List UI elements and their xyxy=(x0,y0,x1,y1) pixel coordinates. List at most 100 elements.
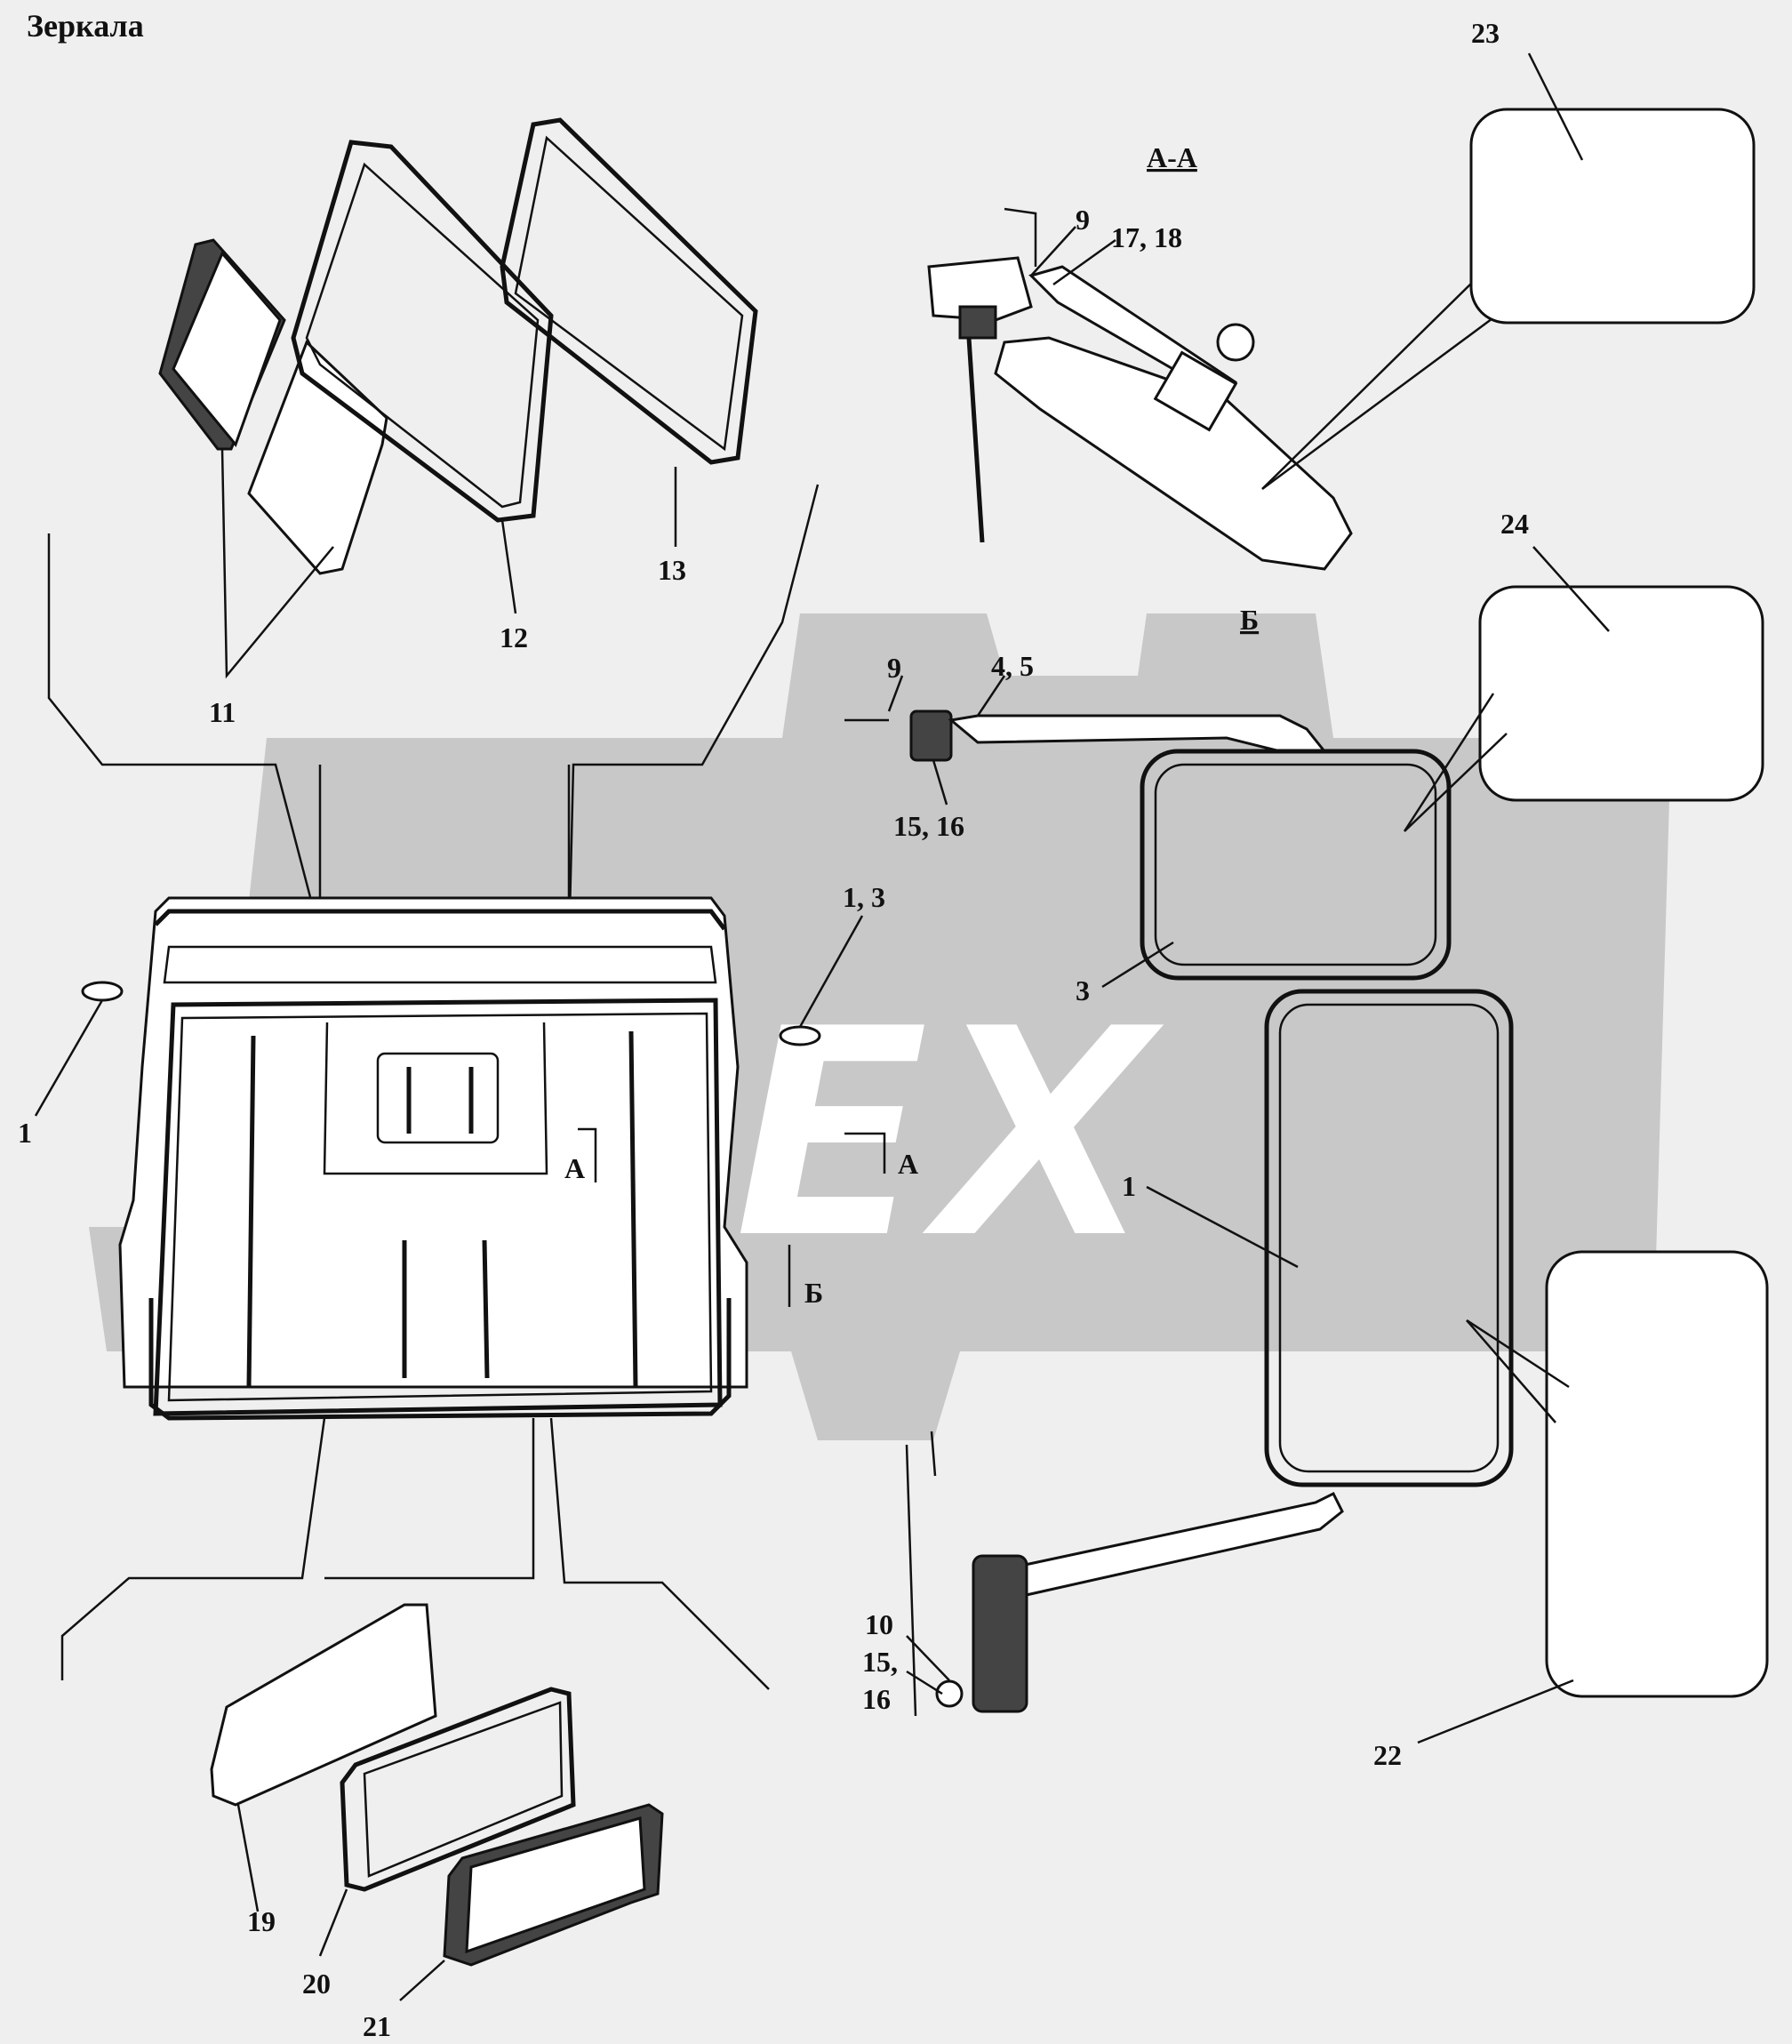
callout-19: 19 xyxy=(247,1905,276,1937)
mirror-right xyxy=(779,1025,821,1046)
callout-21: 21 xyxy=(363,2010,391,2042)
mirror-24 xyxy=(1478,585,1764,802)
glass-11a-face xyxy=(172,251,282,447)
marker-b: Б xyxy=(804,1277,823,1309)
cab-roof-edge xyxy=(154,909,726,931)
glass-21-face xyxy=(465,1816,646,1954)
marker-a-right: А xyxy=(898,1148,918,1180)
leader-3 xyxy=(1101,941,1174,989)
bolt-10 xyxy=(935,1679,964,1708)
callout-3: 3 xyxy=(1076,974,1090,1006)
seal-20-inner xyxy=(363,1701,564,1878)
callout-11: 11 xyxy=(209,696,236,728)
leader-15-16 xyxy=(932,759,948,806)
frame-13-inner xyxy=(514,135,744,452)
leader-12 xyxy=(500,519,517,614)
leader-bottom-right xyxy=(549,1417,770,1690)
leader-21 xyxy=(399,1960,445,2001)
frame-13-outer xyxy=(500,117,758,465)
seal-12-outer xyxy=(291,140,554,523)
mount-rod xyxy=(966,337,985,543)
leader-24a xyxy=(1403,693,1495,832)
section-aa-title: А-А xyxy=(1147,141,1197,173)
cab-rail xyxy=(246,1035,256,1388)
leader-19 xyxy=(236,1804,260,1912)
mirror-1-glass xyxy=(1278,1003,1500,1473)
callout-15-16: 15, 16 xyxy=(893,810,964,842)
callout-9-top: 9 xyxy=(1076,204,1090,236)
mirror-left xyxy=(81,981,124,1002)
leader-1-3 xyxy=(798,915,864,1028)
cab-windshield-inner xyxy=(167,1012,713,1402)
leader-22a xyxy=(1466,1319,1570,1389)
lower-clamp xyxy=(972,1554,1028,1713)
callout-22: 22 xyxy=(1373,1739,1402,1771)
page-title: Зеркала xyxy=(27,8,144,44)
leader-23 xyxy=(1527,52,1584,161)
callout-1-3: 1, 3 xyxy=(843,881,885,913)
seal-20-outer xyxy=(340,1687,576,1892)
mirror-cap xyxy=(1216,323,1255,362)
mirror-head xyxy=(994,336,1353,571)
callout-10: 10 xyxy=(865,1608,893,1640)
callout-24: 24 xyxy=(1500,508,1529,540)
lower-window-parts: 19 20 21 xyxy=(210,1603,664,2042)
leader-17-18 xyxy=(1052,238,1116,286)
leader-1-left xyxy=(34,999,104,1117)
leader-4-5 xyxy=(976,675,1006,717)
glass-11b xyxy=(247,340,388,575)
clamp-nut xyxy=(958,305,997,340)
leader-22 xyxy=(1417,1679,1574,1744)
leader-9-mid xyxy=(887,675,904,712)
rear-window-parts: 11 12 13 xyxy=(158,117,758,728)
callout-13: 13 xyxy=(658,554,686,586)
mirror-3-frame xyxy=(1140,749,1452,981)
cab-door-frame xyxy=(323,1022,548,1175)
marker-a-right-line xyxy=(844,1132,886,1174)
mirror-nut xyxy=(1153,350,1238,432)
leader-bottom-left xyxy=(60,1417,326,1680)
callout-20: 20 xyxy=(302,1968,331,2000)
clamp-9 xyxy=(909,709,953,762)
leader-bottom-mid xyxy=(324,1418,535,1580)
bottom-leader-lines xyxy=(60,1417,770,1690)
callout-17-18: 17, 18 xyxy=(1111,221,1182,253)
mount-pillar xyxy=(905,1444,917,1717)
leader-15 xyxy=(906,1670,943,1695)
lower-arm xyxy=(1002,1491,1344,1598)
mirror-22 xyxy=(1545,1250,1769,1698)
section-b-title: Б xyxy=(1240,604,1259,636)
leader-22b xyxy=(1466,1319,1556,1423)
view-b-detail: Б 9 15, 16 4, 5 3 24 1 xyxy=(844,508,1769,1771)
callout-9-mid: 9 xyxy=(887,652,901,684)
leader-top-left xyxy=(47,533,326,952)
section-aa-detail: А-А 9 17, 18 23 xyxy=(927,17,1756,571)
leader-24b xyxy=(1404,733,1508,832)
cab-bottom-seal xyxy=(148,1298,732,1421)
bracket-hook xyxy=(1004,207,1037,267)
callout-16: 16 xyxy=(862,1683,891,1715)
cab-rail xyxy=(482,1239,490,1379)
mirror-1-frame xyxy=(1264,989,1514,1487)
callout-1-left: 1 xyxy=(18,1117,32,1149)
leader-24 xyxy=(1532,546,1610,632)
leader-10 xyxy=(906,1635,950,1681)
cab-assembly: 1 1, 3 А А Б xyxy=(18,881,918,1421)
cab-visor xyxy=(163,945,717,984)
cab-small-window xyxy=(376,1052,500,1144)
callout-23: 23 xyxy=(1471,17,1500,49)
leader-23b xyxy=(1261,309,1503,491)
leader-11 xyxy=(220,448,334,679)
leader-9-top xyxy=(1030,226,1076,277)
leader-1-right xyxy=(1146,1185,1299,1269)
leader-20 xyxy=(318,1888,348,1957)
glass-19 xyxy=(210,1603,437,1807)
callout-4-5: 4, 5 xyxy=(991,650,1034,682)
callout-1-right: 1 xyxy=(1122,1170,1136,1202)
leader-top-right xyxy=(567,484,820,952)
mirror-23 xyxy=(1469,108,1756,325)
callout-15: 15, xyxy=(862,1646,898,1678)
callout-12: 12 xyxy=(500,621,528,653)
